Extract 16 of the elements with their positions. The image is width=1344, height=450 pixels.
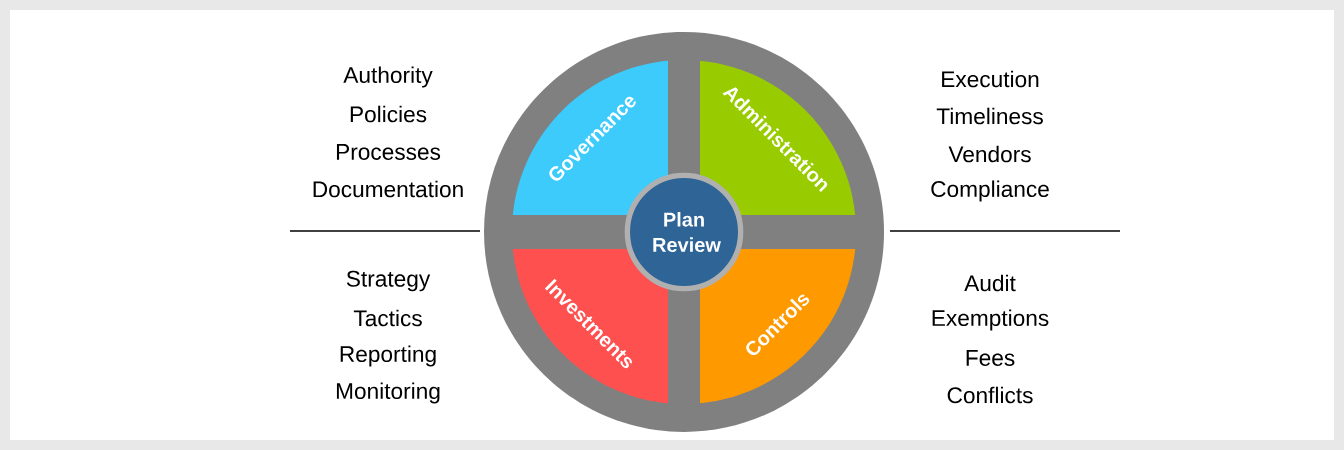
list-item: Conflicts bbox=[947, 386, 1033, 404]
list-item: Exemptions bbox=[932, 309, 1049, 331]
list-item: Strategy bbox=[346, 270, 431, 292]
list-item: Monitoring bbox=[336, 382, 440, 404]
list-item: Policies bbox=[350, 105, 427, 123]
list-item: Vendors bbox=[948, 145, 1031, 163]
list-item: Timeliness bbox=[936, 107, 1043, 125]
list-item: Reporting bbox=[340, 345, 436, 367]
list-item: Tactics bbox=[353, 309, 422, 327]
list-item: Execution bbox=[942, 70, 1039, 88]
list-item: Processes bbox=[336, 144, 441, 160]
list-item: Compliance bbox=[931, 180, 1049, 202]
list-item: Audit bbox=[964, 274, 1016, 292]
list-item: Authority bbox=[343, 66, 433, 88]
list-item: Documentation bbox=[313, 180, 463, 198]
list-item: Fees bbox=[966, 350, 1015, 366]
